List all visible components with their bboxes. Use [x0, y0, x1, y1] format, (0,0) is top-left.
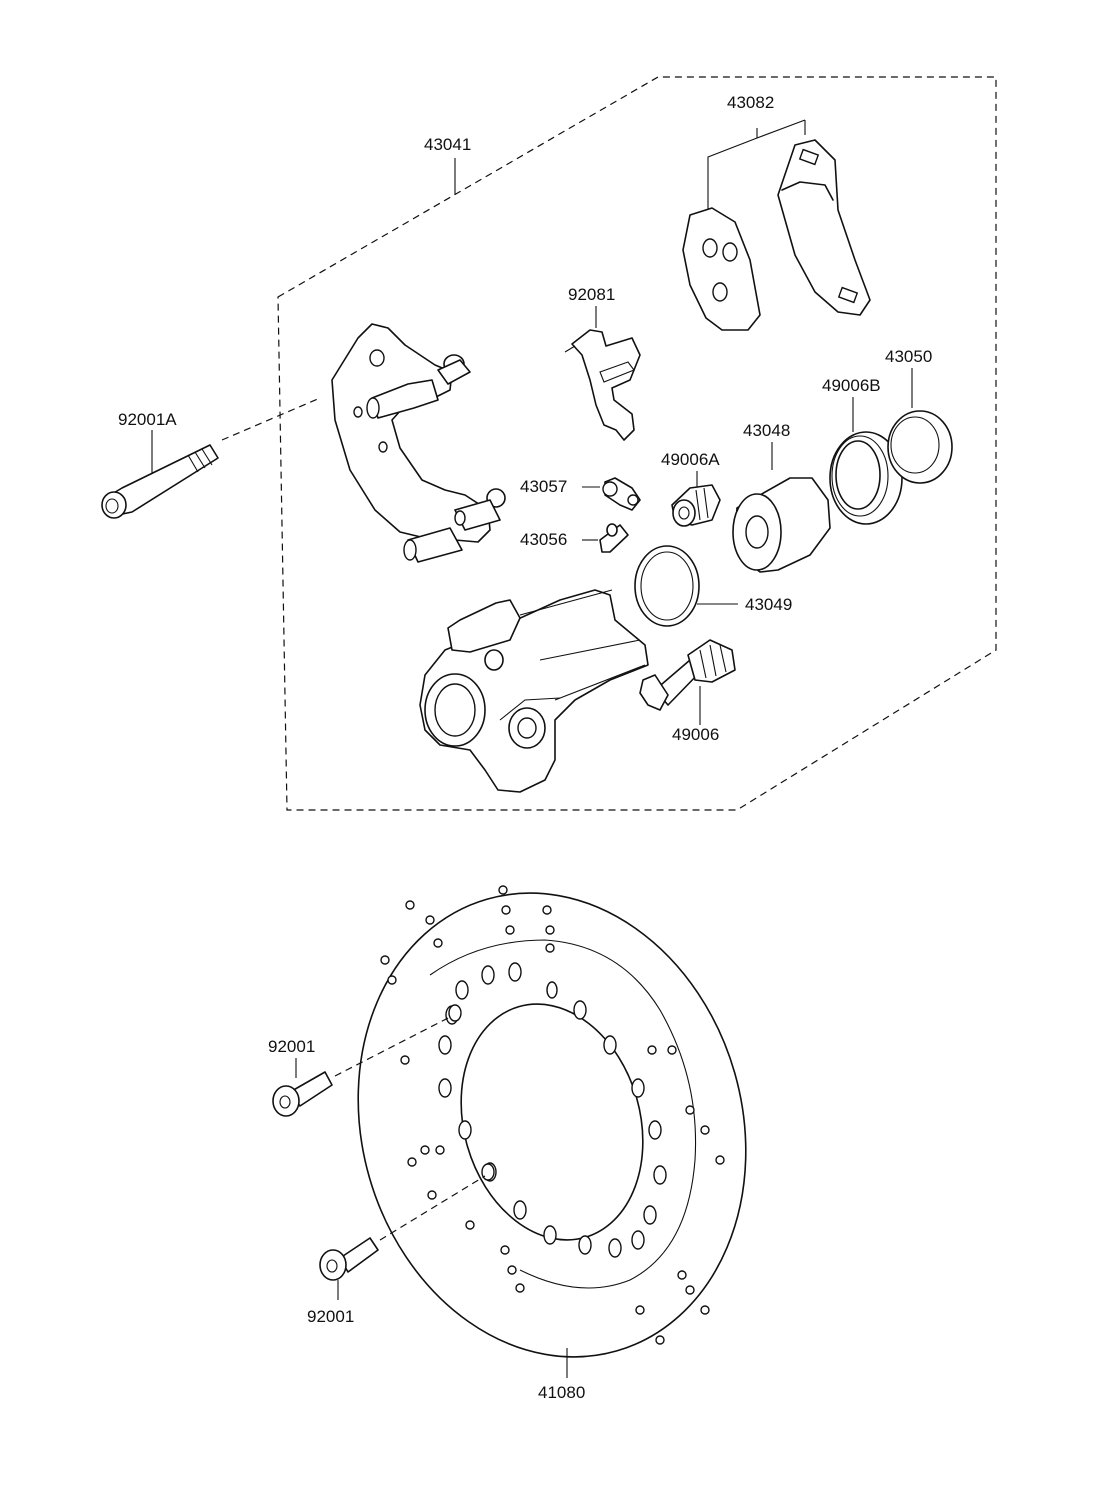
- label-49006A: 49006A: [661, 450, 720, 469]
- disc-bolt-upper: [272, 1015, 453, 1117]
- label-43057: 43057: [520, 477, 567, 496]
- caliper-assembly-boundary: [277, 76, 997, 811]
- bleeder-valve: [582, 477, 641, 553]
- disc-bolt-lower: [319, 1175, 486, 1300]
- label-92001-upper: 92001: [268, 1037, 315, 1056]
- bracket-bolt: [101, 397, 321, 519]
- label-49006B: 49006B: [822, 376, 881, 395]
- pad-spring: [564, 306, 641, 441]
- label-41080: 41080: [538, 1383, 585, 1402]
- label-43049: 43049: [745, 595, 792, 614]
- label-92081: 92081: [568, 285, 615, 304]
- piston: [732, 442, 831, 573]
- brake-disc: [357, 885, 747, 1358]
- label-43041: 43041: [424, 135, 471, 154]
- disc-drilled-holes: [380, 885, 725, 1345]
- label-92001-lower: 92001: [307, 1307, 354, 1326]
- slide-pin: [639, 639, 736, 725]
- caliper-bracket: [331, 323, 506, 563]
- dust-seal: [887, 368, 953, 484]
- label-49006: 49006: [672, 725, 719, 744]
- disc-mount-holes: [438, 962, 667, 1258]
- label-43056: 43056: [520, 530, 567, 549]
- label-92001A: 92001A: [118, 410, 177, 429]
- o-ring: [634, 545, 738, 627]
- label-43082: 43082: [727, 93, 774, 112]
- dust-boot: [671, 471, 721, 527]
- piston-seal: [829, 397, 903, 525]
- caliper-body: [419, 589, 649, 793]
- label-43050: 43050: [885, 347, 932, 366]
- label-43048: 43048: [743, 421, 790, 440]
- brake-pads: [682, 119, 871, 331]
